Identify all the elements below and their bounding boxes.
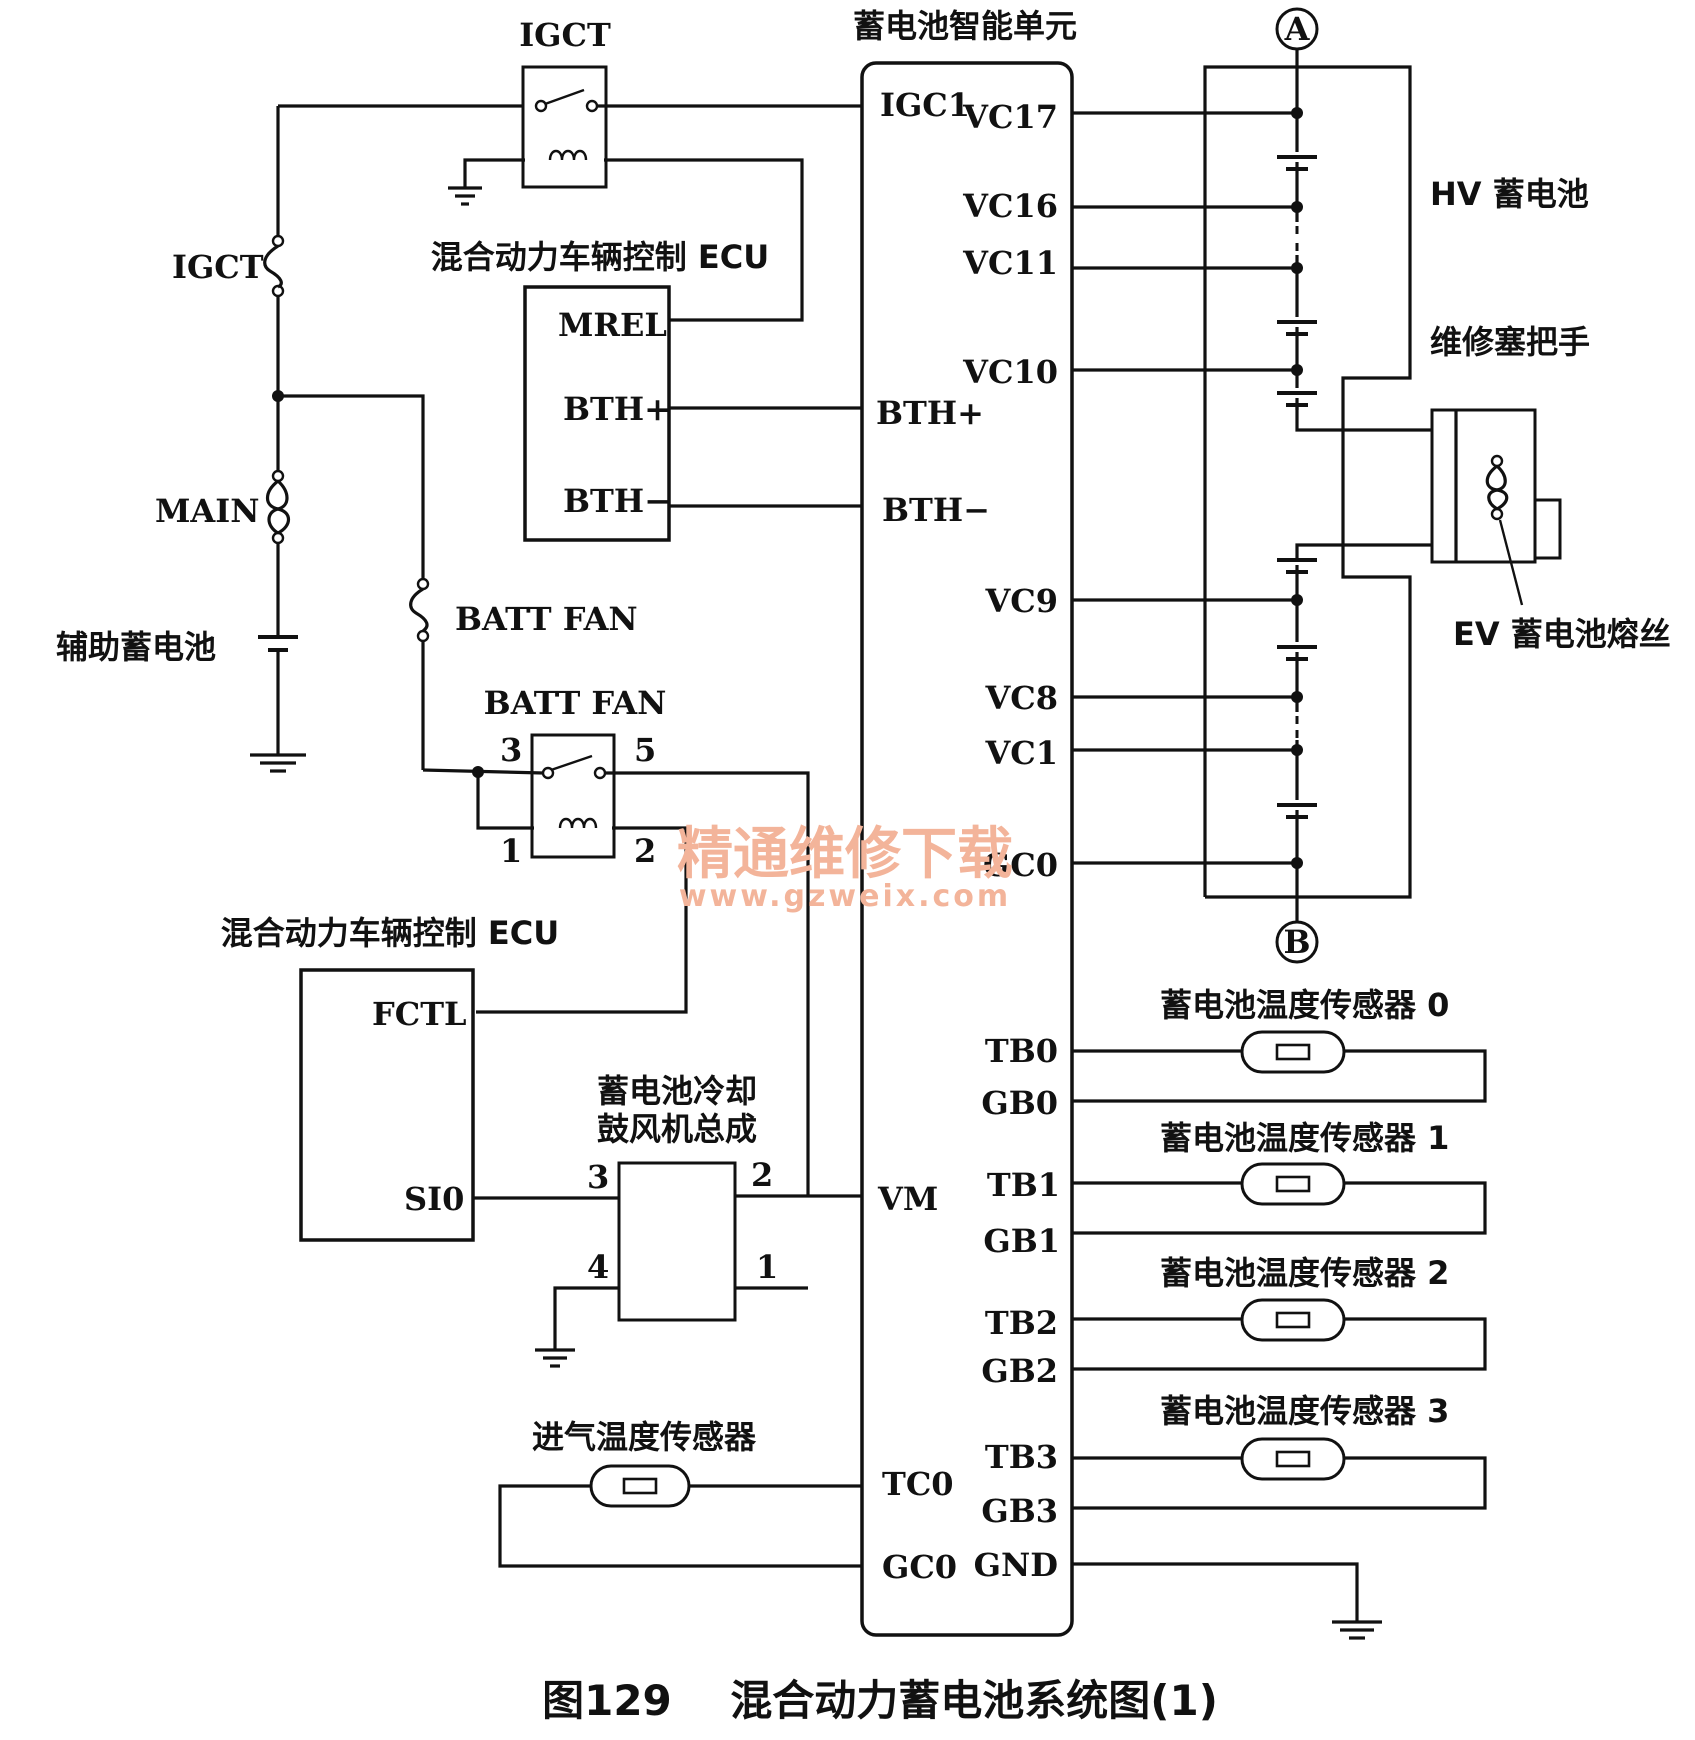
hv-ecu-top-box — [523, 285, 671, 542]
temp-sensor-1-label: 蓄电池温度传感器 1 — [1160, 1119, 1449, 1157]
blower-pin-3: 3 — [587, 1158, 609, 1196]
temp-sensor-3-label: 蓄电池温度传感器 3 — [1160, 1392, 1449, 1430]
blower-pin-4: 4 — [587, 1248, 609, 1286]
pin-gb0: GB0 — [981, 1084, 1058, 1122]
intake-temp-sensor — [498, 1464, 862, 1568]
blower-title-line2: 鼓风机总成 — [597, 1110, 757, 1148]
temp-sensor-1 — [1072, 1162, 1487, 1235]
hv-battery-label: HV 蓄电池 — [1430, 175, 1589, 213]
battery-smart-unit-box — [860, 61, 1074, 1637]
pin-vc9: VC9 — [984, 582, 1058, 620]
temp-sensor-2-label: 蓄电池温度传感器 2 — [1160, 1254, 1449, 1292]
relay-pin-1: 1 — [500, 832, 522, 870]
pin-tb1: TB1 — [987, 1166, 1060, 1204]
connector-a-label: A — [1284, 10, 1311, 48]
pin-tb0: TB0 — [985, 1032, 1058, 1070]
igct-fuse — [263, 234, 285, 298]
pin-gnd: GND — [974, 1546, 1058, 1584]
pin-gc0-left: GC0 — [882, 1548, 957, 1586]
battery-smart-unit-title: 蓄电池智能单元 — [853, 7, 1077, 45]
temp-sensor-0-label: 蓄电池温度传感器 0 — [1160, 986, 1449, 1024]
pin-vc10: VC10 — [962, 353, 1058, 391]
main-fuse — [265, 469, 291, 637]
batt-fan-relay — [422, 733, 810, 1196]
relay-pin-3: 3 — [500, 731, 522, 769]
blower-pin-2: 2 — [751, 1156, 773, 1194]
batt-fan-fuse — [409, 577, 430, 770]
pin-bth-minus-bmu: BTH− — [882, 491, 990, 529]
ecu-pin-mrel: MREL — [558, 306, 667, 344]
connector-b-label: B — [1283, 923, 1310, 961]
pin-tc0: TC0 — [882, 1465, 954, 1503]
temp-sensor-2 — [1072, 1298, 1487, 1371]
hv-ecu-top-title: 混合动力车辆控制 ECU — [431, 238, 769, 276]
watermark-url: www.gzweix.com — [679, 879, 1011, 914]
bmu-ground — [1072, 1562, 1382, 1640]
supply-wiring — [272, 104, 535, 578]
temp-sensor-3 — [1072, 1437, 1487, 1510]
igct-relay-label: IGCT — [519, 16, 611, 54]
hv-ecu-bottom-title: 混合动力车辆控制 ECU — [221, 914, 559, 952]
pin-gc0-right: GC0 — [983, 846, 1058, 884]
hv-battery-cells — [1072, 107, 1317, 869]
pin-vc17: VC17 — [962, 98, 1058, 136]
aux-battery-label: 辅助蓄电池 — [56, 628, 216, 666]
relay-pin-2: 2 — [634, 832, 656, 870]
pin-gb3: GB3 — [981, 1492, 1058, 1530]
igct-fuse-label: IGCT — [172, 248, 264, 286]
pin-bth-plus-bmu: BTH+ — [876, 394, 984, 432]
ecu-pin-bth-plus: BTH+ — [563, 390, 671, 428]
igct-relay — [448, 65, 862, 322]
blower-pin-1: 1 — [756, 1248, 778, 1286]
service-plug — [1293, 405, 1562, 606]
relay-pin-5: 5 — [634, 731, 656, 769]
pin-vc11: VC11 — [962, 244, 1058, 282]
pin-vc1: VC1 — [984, 734, 1058, 772]
pin-vc16: VC16 — [962, 187, 1058, 225]
batt-fan-fuse-label: BATT FAN — [455, 600, 638, 638]
pin-vm: VM — [877, 1180, 938, 1218]
batt-fan-relay-label: BATT FAN — [484, 684, 667, 722]
ecu-pin-fctl: FCTL — [372, 995, 467, 1033]
connector-a — [1275, 7, 1319, 51]
pin-vc8: VC8 — [984, 679, 1058, 717]
pin-tb3: TB3 — [985, 1438, 1058, 1476]
watermark-title: 精通维修下载 — [677, 822, 1013, 887]
temp-sensor-0 — [1072, 1030, 1487, 1103]
service-plug-label: 维修塞把手 — [1430, 323, 1590, 361]
pin-igc1: IGC1 — [880, 86, 970, 124]
ev-fuse-label: EV 蓄电池熔丝 — [1453, 615, 1671, 653]
main-fuse-label: MAIN — [155, 492, 259, 530]
intake-temp-sensor-label: 进气温度传感器 — [532, 1418, 757, 1456]
hv-ecu-bottom-box — [299, 968, 475, 1242]
pin-tb2: TB2 — [985, 1304, 1058, 1342]
aux-battery-symbol — [250, 635, 306, 773]
blower-title-line1: 蓄电池冷却 — [597, 1072, 757, 1110]
ecu-pin-bth-minus: BTH− — [563, 482, 671, 520]
pin-gb1: GB1 — [983, 1222, 1060, 1260]
ecu-pin-si0: SI0 — [404, 1180, 464, 1218]
pin-gb2: GB2 — [981, 1352, 1058, 1390]
cooling-blower — [473, 1161, 862, 1368]
figure-caption: 图129 混合动力蓄电池系统图(1) — [542, 1676, 1218, 1725]
